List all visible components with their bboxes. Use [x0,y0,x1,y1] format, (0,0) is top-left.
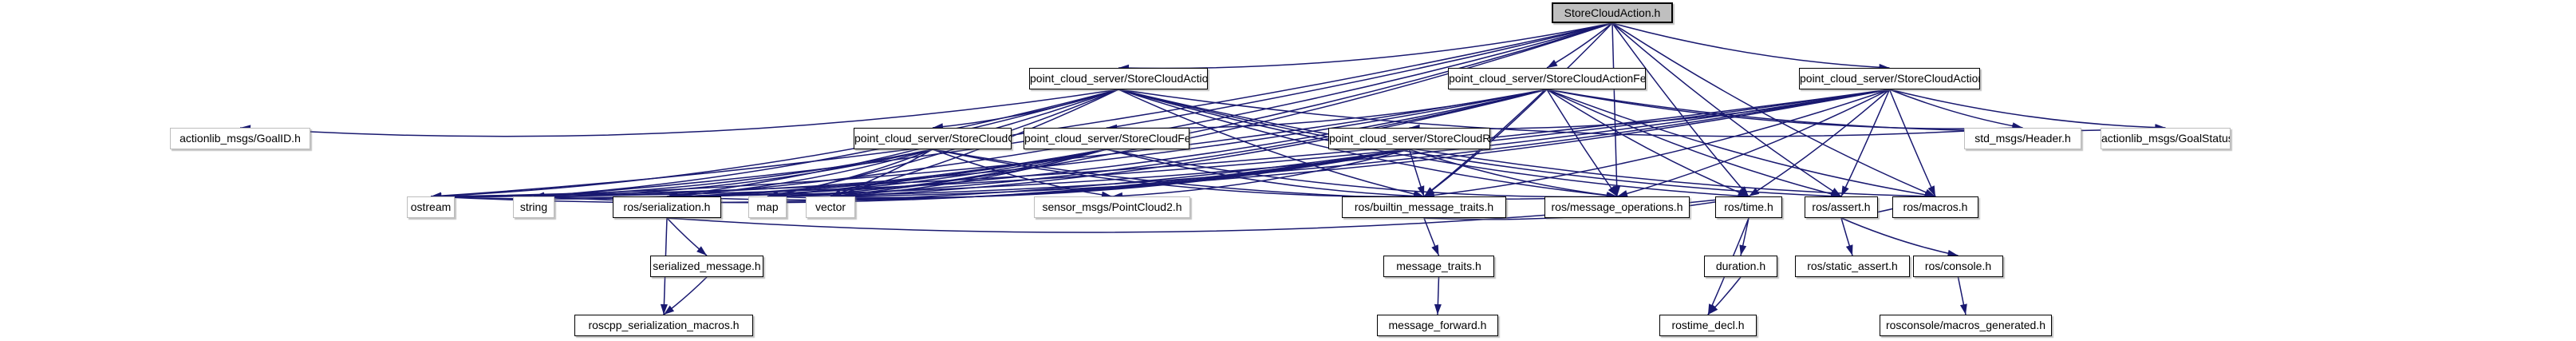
graph-node-ostream: ostream [407,196,455,218]
dependency-edge-root-map [767,22,1613,197]
dependency-edge-ar-map [767,89,1890,197]
dependency-arrowhead [660,303,668,315]
dependency-arrowhead [1830,190,1841,198]
dependency-edge-ar-header [1889,89,2023,129]
graph-node-time[interactable]: ros/time.h [1715,196,1782,218]
graph-node-goalstatus: actionlib_msgs/GoalStatus.h [2101,128,2231,149]
dependency-edge-sg-msgops [932,149,1618,200]
dependency-arrowhead [1959,303,1967,315]
graph-node-sg[interactable]: point_cloud_server/StoreCloudGoal.h [854,128,1012,149]
dependency-edge-root-ostream [430,22,1613,197]
dependency-edge-af-macros [1546,89,1936,197]
dependency-arrowhead [2011,122,2023,130]
dependency-edge-ar-string [533,89,1890,197]
dependency-arrowhead [696,246,707,256]
dependency-edge-ag-vector [830,89,1119,197]
dependency-edge-sg-pointcloud2 [932,149,1113,197]
graph-node-sr[interactable]: point_cloud_server/StoreCloudResult.h [1328,128,1490,149]
graph-node-roscpp_macros[interactable]: roscpp_serialization_macros.h [574,315,753,336]
dependency-edge-af-msgops [1546,89,1618,197]
dependency-edge-ag-goalid [239,89,1119,137]
dependency-arrowhead [1739,244,1747,256]
graph-node-static_assert[interactable]: ros/static_assert.h [1795,256,1910,277]
graph-node-message_traits[interactable]: message_traits.h [1383,256,1494,277]
dependency-edge-ar-msgops [1616,89,1890,197]
dependency-edge-ag-macros [1118,89,1936,197]
dependency-edge-root-builtin [1423,22,1613,197]
graph-node-builtin[interactable]: ros/builtin_message_traits.h [1342,196,1506,218]
graph-node-duration[interactable]: duration.h [1704,256,1777,277]
graph-node-vector: vector [806,196,855,218]
dependency-edge-root-msgops [1611,22,1618,197]
dependency-edge-ar-assert [1840,89,1891,197]
dependency-edge-ar-builtin [1423,89,1890,197]
dependency-edge-sf-builtin [1106,149,1425,197]
dependency-arrowhead [1617,190,1628,197]
dependency-edge-ag-sg [932,89,1119,129]
dependency-edge-sg-string [533,149,933,197]
dependency-edge-sf-serialization [666,149,1107,197]
dependency-edge-assert-console [1840,217,1959,256]
dependency-edge-sr-vector [830,149,1410,199]
graph-node-rostime_decl[interactable]: rostime_decl.h [1659,315,1757,336]
graph-node-rosconsole_macros[interactable]: rosconsole/macros_generated.h [1880,315,2052,336]
graph-node-sf[interactable]: point_cloud_server/StoreCloudFeedback.h [1024,128,1189,149]
graph-node-root: StoreCloudAction.h [1552,2,1673,23]
dependency-edge-root-vector [830,22,1613,197]
dependency-edge-sg-serialization [666,149,933,197]
dependency-edge-sr-pointcloud2 [1111,149,1410,197]
dependency-edge-sf-vector [830,149,1107,197]
dependency-edge-af-vector [830,89,1548,197]
graph-node-macros[interactable]: ros/macros.h [1892,196,1978,218]
dependency-edge-sf-map [767,149,1107,197]
dependency-arrowhead [1845,244,1853,256]
dependency-edge-root-macros [1611,22,1936,197]
graph-node-serialization[interactable]: ros/serialization.h [613,196,721,218]
dependency-edge-sr-ostream [430,149,1410,204]
dependency-arrowhead [1431,244,1439,256]
dependency-arrowhead [1947,249,1959,257]
dependency-arrowhead [664,305,675,315]
dependency-edge-sr-msgops [1409,149,1618,197]
dependency-arrowhead [1749,188,1760,196]
graph-node-goalid: actionlib_msgs/GoalID.h [170,128,310,149]
dependency-edge-root-ar [1611,22,1890,69]
dependency-edge-af-header [1546,89,2023,129]
graph-node-ag[interactable]: point_cloud_server/StoreCloudActionGoal.… [1029,68,1208,89]
graph-node-serialized_message[interactable]: serialized_message.h [650,256,763,277]
graph-node-msgops[interactable]: ros/message_operations.h [1544,196,1690,218]
graph-node-string: string [513,196,554,218]
graph-node-pointcloud2: sensor_msgs/PointCloud2.h [1034,196,1190,218]
dependency-edge-ag-header [1118,89,2023,137]
graph-node-message_forward[interactable]: message_forward.h [1377,315,1498,336]
dependency-arrowhead [1434,303,1442,315]
dependency-edge-sg-ostream [430,149,933,198]
dependency-edge-ar-macros [1888,89,1936,197]
graph-node-map: map [748,196,787,218]
dependency-arrowhead [1613,185,1621,196]
dependency-arrowhead [1708,304,1718,315]
graph-node-console[interactable]: ros/console.h [1913,256,2003,277]
dependency-arrowhead [1841,185,1849,196]
dependency-arrowhead [1608,185,1617,196]
graph-node-af[interactable]: point_cloud_server/StoreCloudActionFeedb… [1448,68,1646,89]
dependency-edge-ag-string [533,89,1119,197]
graph-node-assert[interactable]: ros/assert.h [1805,196,1878,218]
dependency-edge-af-time [1546,89,1750,197]
dependency-edge-root-time [1611,22,1750,197]
dependency-arrowhead [1927,185,1935,196]
graph-node-header: std_msgs/Header.h [1964,128,2081,149]
dependency-edge-ag-time [1118,89,1750,197]
dependency-arrowhead [1417,185,1425,196]
graph-node-ar[interactable]: point_cloud_server/StoreCloudActionResul… [1799,68,1980,89]
dependency-edge-ag-serialization [666,89,1119,197]
dependency-edge-ar-goalstatus [1889,89,2166,129]
dependency-arrowhead [1547,59,1558,68]
dependency-edge-ag-builtin [1118,89,1425,197]
dependency-edge-ag-ostream [430,89,1119,197]
dependency-edge-af-assert [1546,89,1842,197]
dependency-edge-ar-time [1748,89,1890,197]
dependency-edge-ar-ostream [430,89,1890,197]
